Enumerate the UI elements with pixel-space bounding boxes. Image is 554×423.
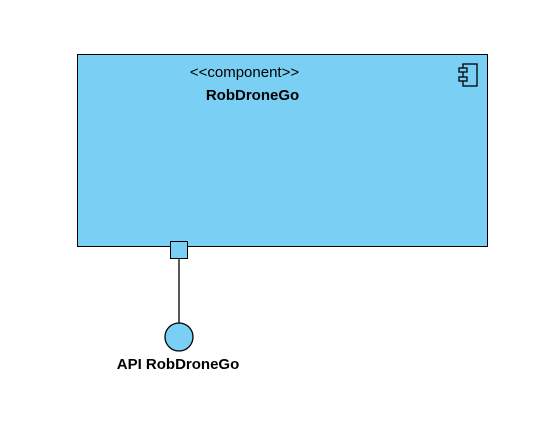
component-icon (458, 63, 478, 87)
component-stereotype: <<component>> (189, 64, 300, 81)
component-name: RobDroneGo (205, 87, 300, 104)
interface-lollipop (164, 322, 194, 352)
component-port[interactable] (170, 241, 188, 259)
interface-label: API RobDroneGo (116, 356, 240, 373)
component-box[interactable]: <<component>> RobDroneGo (77, 54, 488, 247)
